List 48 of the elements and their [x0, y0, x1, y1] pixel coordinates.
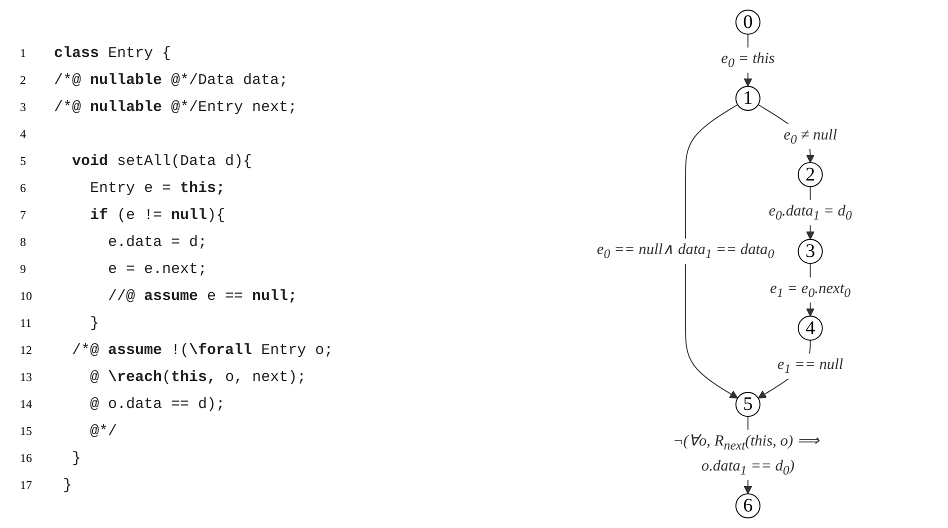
code-line: void setAll(Data d){: [71, 153, 252, 170]
edge-label: e$_{0}$ ≠ null: [783, 126, 837, 146]
edge-label: e$_{0}$.data$_{1}$ = d$_{0}$: [768, 203, 852, 222]
node-circle: 3: [797, 238, 822, 264]
line-number: 3: [20, 100, 27, 115]
line-number: 9: [20, 262, 27, 277]
code-line: }: [62, 477, 72, 494]
node-circle: 4: [797, 316, 822, 341]
line-number: 6: [20, 181, 27, 196]
code-line: }: [89, 315, 100, 332]
code-line: @*/: [89, 423, 118, 440]
arrow: [684, 104, 738, 399]
line-number: 16: [20, 451, 33, 466]
edge-label: e$_{0}$ = this: [720, 50, 774, 70]
code-line: class Entry {: [54, 45, 172, 62]
line-number: 2: [20, 73, 27, 88]
line-number: 13: [20, 370, 33, 385]
edge-label: e$_{1}$ = e$_{0}$.next$_{0}$: [770, 280, 850, 300]
line-number: 10: [20, 289, 33, 304]
code-line: e = e.next;: [107, 261, 208, 278]
line-number: 12: [20, 343, 33, 358]
edge-label: ¬(∀o, R$_{next}$(this, o) ⟹ o.data$_{1}$ == d$_{0}$): [672, 432, 819, 478]
code-line: @ o.data == d);: [89, 396, 226, 413]
node-circle: 6: [735, 493, 760, 518]
line-number: 11: [20, 316, 33, 331]
node-circle: 1: [735, 86, 760, 111]
line-number: 17: [20, 478, 33, 493]
node-circle: 5: [735, 392, 760, 417]
line-number: 7: [20, 208, 27, 223]
line-number: 15: [20, 424, 33, 439]
code-line: Entry e = this;: [89, 180, 226, 197]
code-line: }: [71, 450, 82, 467]
code-line: //@ assume e == null;: [107, 288, 298, 305]
code-line: /*@ assume !(\forall Entry o;: [71, 342, 334, 359]
code-line: /*@ nullable @*/Entry next;: [54, 99, 298, 116]
line-number: 1: [20, 46, 27, 61]
line-number: 14: [20, 397, 33, 412]
line-number: 8: [20, 235, 27, 250]
code-line: e.data = d;: [107, 234, 208, 251]
edge-label: e$_{1}$ == null: [777, 356, 843, 376]
node-circle: 2: [797, 162, 822, 188]
code-line: if (e != null){: [89, 207, 226, 224]
code-line: /*@ nullable @*/Data data;: [54, 72, 288, 89]
line-number: 5: [20, 154, 27, 169]
code-line: @ \reach(this, o, next);: [89, 369, 306, 386]
edge-label: e$_{0}$ == null∧ data$_{1}$ == data$_{0}$: [596, 242, 774, 262]
node-circle: 0: [735, 10, 760, 35]
line-number: 4: [20, 127, 27, 142]
